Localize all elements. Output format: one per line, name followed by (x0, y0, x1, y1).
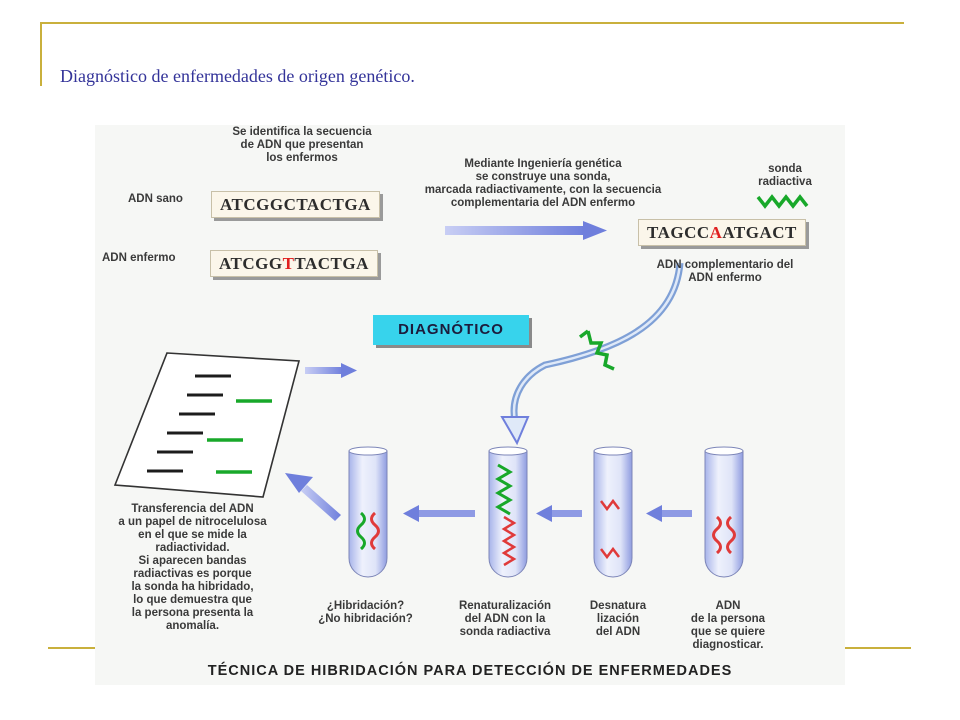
arrow-tube4-to-tube3 (646, 505, 692, 522)
slide-title: Diagnóstico de enfermedades de origen ge… (60, 66, 415, 86)
figure-graphics (113, 194, 809, 578)
healthy-dna-label: ADN sano (128, 193, 183, 205)
bottom-rule-right (845, 647, 911, 649)
bottom-rule-left (48, 647, 96, 649)
curved-probe-arrow (500, 262, 684, 446)
tube-3-caption: Desnatura lización del ADN (589, 600, 647, 638)
engineering-text: Mediante Ingeniería genética se construy… (424, 158, 662, 209)
complement-label: ADN complementario del ADN enfermo (656, 259, 794, 284)
arrow-diagnosis (305, 363, 357, 378)
sick-sequence-box: ATCGGTTACTGA (210, 250, 378, 277)
tube-4-caption: ADN de la persona que se quiere diagnost… (690, 600, 766, 651)
diagnosis-box: DIAGNÓTICO (373, 315, 529, 345)
transfer-text: Transferencia del ADN a un papel de nitr… (118, 503, 267, 632)
probe-label: sonda radiactiva (758, 163, 812, 188)
arrow-tube3-to-tube2 (536, 505, 582, 522)
nitrocellulose-paper (113, 352, 301, 498)
tube-3 (593, 446, 633, 578)
arrow-tube2-to-tube1 (403, 505, 475, 522)
complement-sequence-box: TAGCCAATGACT (638, 219, 806, 246)
tube-4 (704, 446, 744, 578)
hybridization-figure: Se identifica la secuencia de ADN que pr… (95, 125, 845, 685)
tube-1-caption: ¿Hibridación? ¿No hibridación? (318, 600, 413, 625)
tube-1 (348, 446, 388, 578)
figure-footer-title: TÉCNICA DE HIBRIDACIÓN PARA DETECCIÓN DE… (207, 663, 733, 679)
top-rule (40, 22, 904, 24)
probe-strand-falling (578, 329, 615, 371)
left-rule (40, 22, 42, 86)
identify-text: Se identifica la secuencia de ADN que pr… (232, 126, 372, 164)
arrow-to-paper (285, 473, 341, 521)
tube-2-caption: Renaturalización del ADN con la sonda ra… (458, 600, 552, 638)
healthy-sequence-box: ATCGGCTACTGA (211, 191, 380, 218)
complement-mutation-base: A (709, 223, 723, 242)
probe-strand-top (756, 194, 809, 209)
sick-dna-label: ADN enfermo (102, 252, 176, 264)
mutation-base: T (282, 254, 295, 273)
tube-2 (488, 446, 528, 578)
arrow-to-probe (445, 221, 607, 240)
